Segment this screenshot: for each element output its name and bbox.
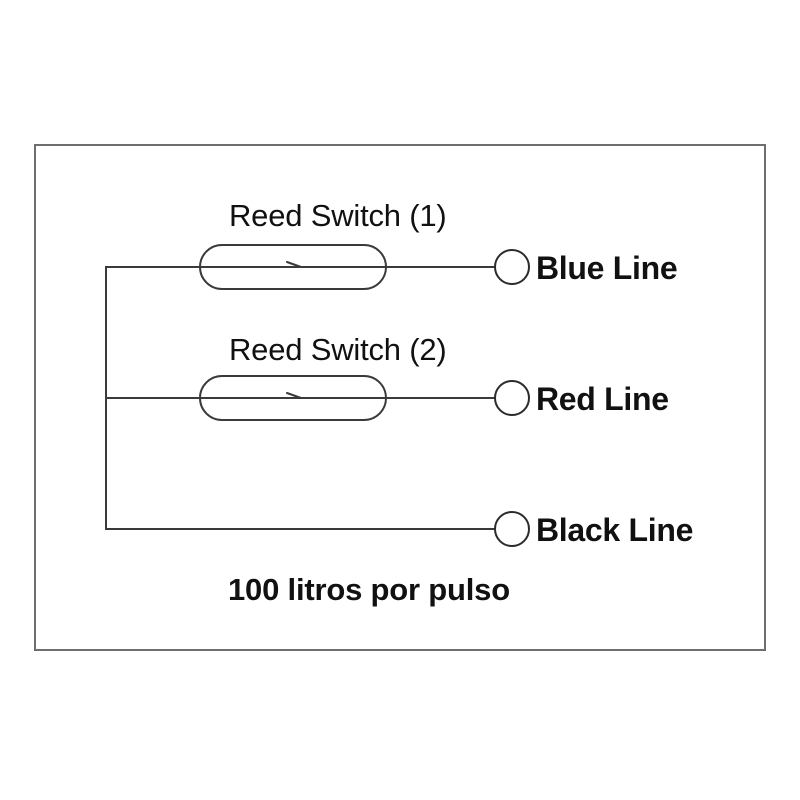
terminal-black-line-label: Black Line xyxy=(536,512,694,548)
terminal-red-line-circle xyxy=(494,380,530,416)
diagram-frame xyxy=(34,144,766,651)
reed-switch-2-group xyxy=(106,375,495,421)
terminal-blue-line-circle xyxy=(494,249,530,285)
terminal-black-line-circle xyxy=(494,511,530,547)
pulse-rate-label: 100 litros por pulso xyxy=(228,572,510,607)
reed-switch-1-contact xyxy=(286,261,302,268)
reed-switch-2-label: Reed Switch (2) xyxy=(229,332,447,367)
reed-switch-1-label: Reed Switch (1) xyxy=(229,198,447,233)
reed-switch-1-group xyxy=(106,244,495,290)
terminal-blue-line-label: Blue Line xyxy=(536,250,678,286)
terminal-red-line-label: Red Line xyxy=(536,381,669,417)
reed-switch-2-contact xyxy=(286,392,302,399)
